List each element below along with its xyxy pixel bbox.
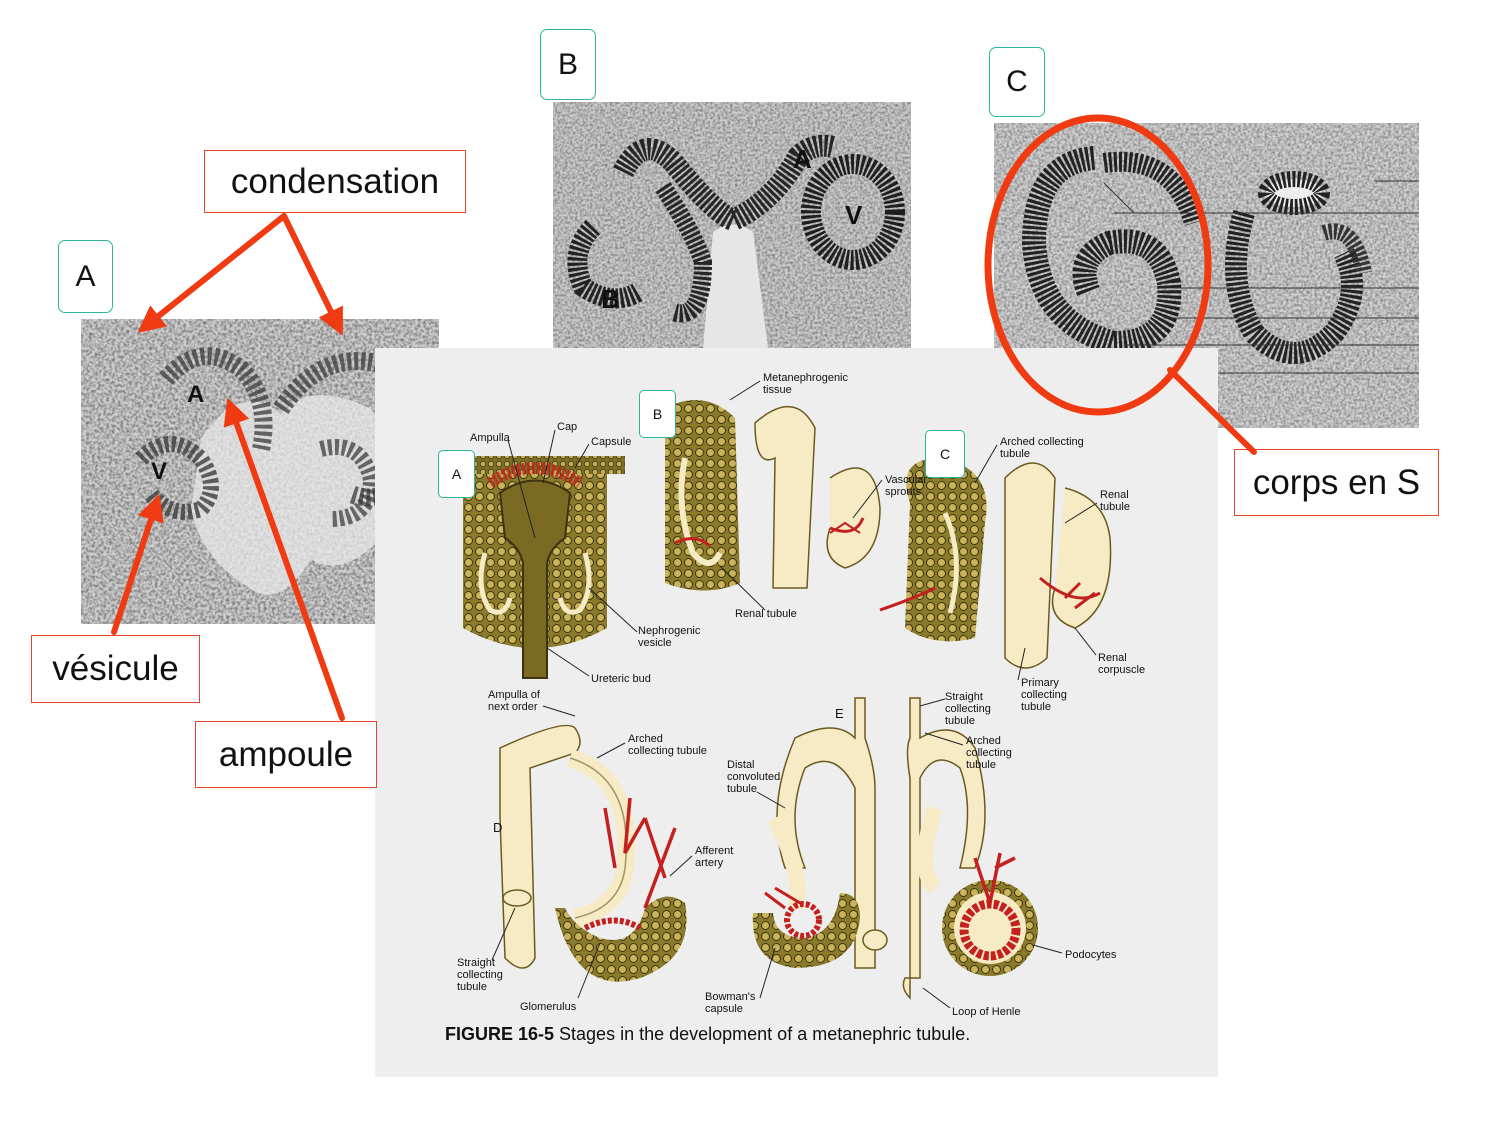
panel-label-c: C [989, 47, 1045, 117]
label-primary-collecting-3: tubule [1021, 701, 1051, 713]
arrow-vesicule [111, 493, 164, 635]
label-primary-collecting-1: Primary [1021, 677, 1059, 689]
label-arched-collecting-c-2: tubule [1000, 448, 1030, 460]
leader-lines [491, 380, 1098, 1009]
label-afferent-artery-1: Afferent [695, 845, 733, 857]
figure-caption-text: Stages in the development of a metanephr… [554, 1024, 971, 1044]
figure-tag-c: C [925, 430, 965, 478]
callout-condensation: condensation [204, 150, 466, 213]
arrow-condensation-right [281, 213, 343, 336]
label-afferent-artery-2: artery [695, 857, 724, 869]
figure-caption-number: FIGURE 16-5 [445, 1024, 555, 1044]
micrograph-b-letter-a: A [793, 144, 812, 174]
label-arched-collecting-e-3: tubule [966, 759, 996, 771]
label-distal-convoluted-2: convoluted [727, 771, 780, 783]
figure-drawing: Ampulla Cap Capsule Nephrogenic vesicle … [453, 372, 1145, 1018]
label-vascular-sprouts-1: Vascular [885, 474, 927, 486]
figure-tag-b: B [639, 390, 676, 438]
label-ampulla-next-1: Ampulla of [488, 689, 541, 701]
label-straight-collecting-d-1: Straight [457, 957, 495, 969]
label-arched-collecting-e-2: collecting [966, 747, 1012, 759]
stage-e-drawing [752, 697, 1038, 1000]
label-arched-collecting-c-1: Arched collecting [1000, 436, 1084, 448]
figure-tag-a: A [438, 450, 475, 498]
label-arched-collecting-d-2: collecting tubule [628, 745, 707, 757]
label-straight-collecting-e-3: tubule [945, 715, 975, 727]
label-primary-collecting-2: collecting [1021, 689, 1067, 701]
label-glomerulus: Glomerulus [520, 1001, 577, 1013]
label-arched-collecting-d-1: Arched [628, 733, 663, 745]
label-straight-collecting-e-1: Straight [945, 691, 983, 703]
arrow-ampoule [223, 397, 345, 721]
stage-a-drawing [453, 456, 625, 679]
arrow-corps-en-s [1167, 367, 1257, 455]
label-ureteric-bud: Ureteric bud [591, 673, 651, 685]
panel-label-b: B [540, 29, 596, 100]
label-straight-collecting-e-2: collecting [945, 703, 991, 715]
micrograph-b: A V B [553, 102, 911, 348]
stage-b-drawing [665, 400, 881, 591]
label-arched-collecting-e-1: Arched [966, 735, 1001, 747]
label-bowmans-capsule-2: capsule [705, 1003, 743, 1015]
micrograph-b-letter-v: V [845, 200, 863, 230]
label-straight-collecting-d-2: collecting [457, 969, 503, 981]
figure-labels: Ampulla Cap Capsule Nephrogenic vesicle … [457, 372, 1145, 1018]
callout-ampoule: ampoule [195, 721, 377, 788]
label-bowmans-capsule-1: Bowman's [705, 991, 756, 1003]
label-cap: Cap [557, 421, 577, 433]
label-renal-tubule-c-2: tubule [1100, 501, 1130, 513]
stage-letter-e: E [835, 706, 844, 721]
label-podocytes: Podocytes [1065, 949, 1117, 961]
panel-label-a: A [58, 240, 113, 313]
label-nephrogenic-vesicle-2: vesicle [638, 637, 672, 649]
label-ampulla-next-2: next order [488, 701, 538, 713]
circle-s-shaped-body [984, 114, 1212, 416]
label-vascular-sprouts-2: sprouts [885, 486, 922, 498]
micrograph-a-letter-v: V [151, 458, 167, 485]
stage-d-drawing [499, 724, 687, 982]
label-renal-tubule-b: Renal tubule [735, 608, 797, 620]
label-distal-convoluted-1: Distal [727, 759, 755, 771]
label-nephrogenic-vesicle-1: Nephrogenic [638, 625, 701, 637]
callout-vesicule: vésicule [31, 635, 200, 703]
stage-letter-d: D [493, 820, 502, 835]
label-renal-corpuscle-2: corpuscle [1098, 664, 1145, 676]
label-metanephrogenic-1: Metanephrogenic [763, 372, 849, 384]
label-capsule: Capsule [591, 436, 631, 448]
figure-caption: FIGURE 16-5 Stages in the development of… [445, 1024, 970, 1045]
label-ampulla: Ampulla [470, 432, 511, 444]
arrow-condensation-left [137, 213, 287, 333]
label-straight-collecting-d-3: tubule [457, 981, 487, 993]
label-loop-of-henle: Loop of Henle [952, 1006, 1021, 1018]
stage-c-drawing [879, 458, 1112, 669]
micrograph-a-letter-a: A [187, 381, 204, 408]
callout-corps-en-s: corps en S [1234, 449, 1439, 516]
label-distal-convoluted-3: tubule [727, 783, 757, 795]
label-renal-corpuscle-1: Renal [1098, 652, 1127, 664]
label-metanephrogenic-2: tissue [763, 384, 792, 396]
micrograph-b-letter-b: B [601, 284, 620, 314]
label-renal-tubule-c-1: Renal [1100, 489, 1129, 501]
textbook-figure: Ampulla Cap Capsule Nephrogenic vesicle … [375, 348, 1218, 1077]
